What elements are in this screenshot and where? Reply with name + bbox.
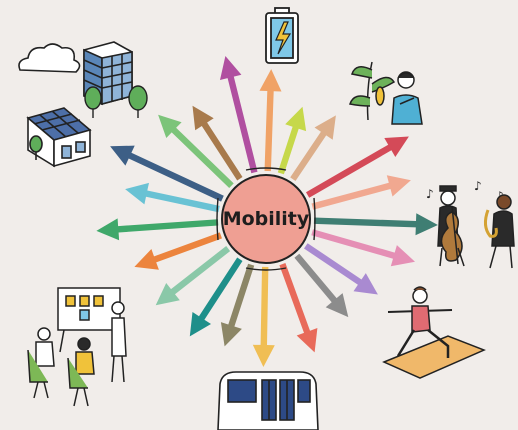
arrow-down-olive bbox=[220, 263, 255, 347]
meeting-whiteboard-icon bbox=[27, 287, 127, 407]
arrow-up-left-navy bbox=[110, 145, 224, 202]
motion-line-right bbox=[313, 197, 316, 241]
arrow-up-right-tan bbox=[290, 115, 336, 181]
farmer-icon bbox=[349, 61, 423, 125]
svg-text:♪: ♪ bbox=[426, 187, 434, 201]
arrows-layer bbox=[96, 56, 438, 367]
arrow-up-lime bbox=[277, 106, 307, 175]
arrow-left-green bbox=[96, 218, 219, 241]
arrow-up-left-green bbox=[158, 114, 234, 188]
arrow-down-left-teal bbox=[189, 257, 243, 337]
battery-icon bbox=[265, 7, 299, 64]
yoga-person-icon bbox=[382, 286, 486, 379]
arrow-down-right-purple bbox=[304, 243, 378, 295]
arrow-down-right-gray bbox=[294, 253, 349, 318]
motion-line-bottom bbox=[245, 267, 287, 271]
arrow-down-coral bbox=[279, 263, 318, 353]
arrow-up-orange bbox=[259, 69, 282, 172]
tree-icon bbox=[84, 85, 148, 118]
arrow-left-orange bbox=[134, 232, 222, 270]
arrow-right-red bbox=[306, 136, 409, 198]
arrow-up-magenta bbox=[220, 56, 258, 174]
shuttle-bus-icon bbox=[217, 371, 319, 430]
center-label: Mobility bbox=[223, 208, 310, 230]
musicians-icon: ♪ ♪ ♪ bbox=[426, 179, 515, 269]
arrow-left-sky bbox=[125, 182, 220, 213]
arrow-down-left-mint bbox=[155, 246, 231, 306]
center-node: Mobility bbox=[216, 167, 316, 271]
center-circle bbox=[221, 174, 311, 264]
svg-text:♪: ♪ bbox=[474, 179, 482, 193]
arrow-right-teal bbox=[313, 213, 438, 236]
arrow-up-left-brown bbox=[192, 105, 243, 181]
solar-house-icon bbox=[26, 107, 92, 168]
cloud-icon bbox=[18, 43, 81, 73]
arrow-right-pink bbox=[311, 229, 415, 267]
arrow-right-salmon bbox=[311, 175, 411, 210]
arrow-down-gold bbox=[252, 266, 275, 367]
motion-line-left bbox=[216, 197, 219, 241]
motion-line-top bbox=[245, 167, 287, 171]
